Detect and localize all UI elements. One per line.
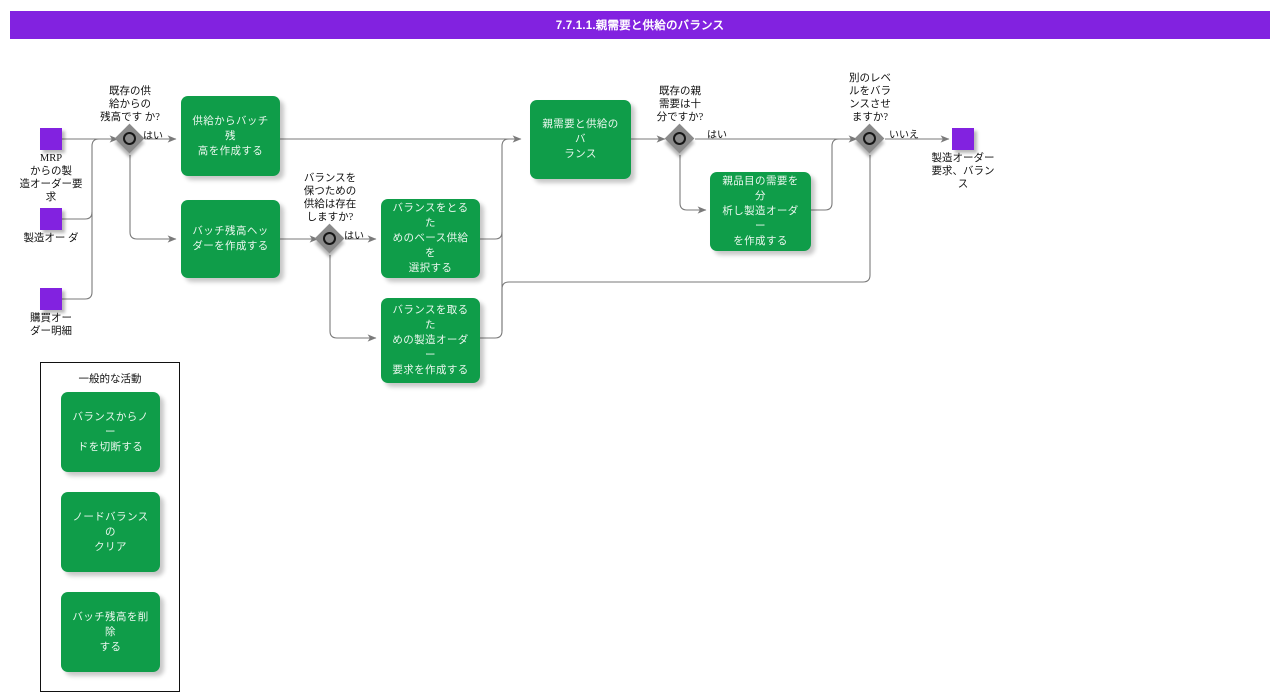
legend-item-clear-node-balance[interactable]: ノードバランスの クリア	[61, 492, 160, 572]
legend-item-delete-batch-balance[interactable]: バッチ残高を削除 する	[61, 592, 160, 672]
terminator-label: 購買オー ダー明細	[30, 313, 72, 337]
activity-create-production-order-request[interactable]: バランスを取るた めの製造オーダー 要求を作成する	[381, 298, 480, 383]
terminator-icon	[40, 128, 62, 150]
decision-question: 既存の親 需要は十 分ですか?	[656, 86, 704, 123]
decision-question: バランスを 保つための 供給は存在 しますか?	[303, 173, 357, 223]
decision-circle-icon	[323, 232, 336, 245]
legend-item-disconnect-node[interactable]: バランスからノー ドを切断する	[61, 392, 160, 472]
activity-create-batch-balance-header[interactable]: バッチ残高ヘッ ダーを作成する	[181, 200, 280, 278]
terminator-balanced-order-request[interactable]: 製造オーダー 要求、バラン ス	[932, 128, 995, 190]
activity-balance-parent-demand-supply[interactable]: 親需要と供給のバ ランス	[530, 100, 631, 179]
decision-circle-icon	[863, 132, 876, 145]
terminator-label: MRP からの製 造オーダー要 求	[19, 153, 83, 203]
activity-label: バランスを取るた めの製造オーダー 要求を作成する	[392, 305, 469, 376]
activity-label: ノードバランスの クリア	[72, 511, 149, 553]
activity-label: バランスをとるた めのベース供給を 選択する	[392, 203, 469, 274]
edge-label-d4-no: いいえ	[889, 130, 919, 141]
activity-create-batch-balance-from-supply[interactable]: 供給からバッチ残 高を作成する	[181, 96, 280, 176]
terminator-mrp-request[interactable]: MRP からの製 造オーダー要 求	[20, 128, 83, 203]
decision-parent-demand-sufficient[interactable]: 既存の親 需要は十 分ですか?	[657, 86, 703, 154]
activity-analyze-parent-item-demand[interactable]: 親品目の需要を分 析し製造オーダー を作成する	[710, 172, 811, 251]
edge-d1-a2	[129, 155, 177, 243]
terminator-icon	[952, 128, 974, 150]
legend-caption: 一般的な活動	[78, 374, 142, 385]
decision-balance-another-level[interactable]: 別のレベ ルをバラ ンスさせ ますか?	[849, 73, 891, 154]
edge-a4-bus	[480, 232, 503, 339]
edge-d3-a6	[679, 155, 707, 214]
edge-a3-bus	[480, 138, 510, 240]
edge-d4-loopback	[501, 155, 871, 331]
activity-label: 親品目の需要を分 析し製造オーダー を作成する	[722, 176, 799, 247]
legend-panel: 一般的な活動 バランスからノー ドを切断する ノードバランスの クリア バッチ残…	[40, 362, 180, 692]
activity-label: バッチ残高を削除 する	[72, 611, 149, 653]
edge-label-d2-yes: はい	[344, 231, 364, 242]
edge-d2-a4	[329, 255, 377, 342]
activity-label: バッチ残高ヘッ ダーを作成する	[192, 226, 269, 252]
decision-circle-icon	[123, 132, 136, 145]
terminator-label: 製造オー ダ	[23, 233, 79, 244]
terminator-icon	[40, 288, 62, 310]
activity-select-base-supply[interactable]: バランスをとるた めのベース供給を 選択する	[381, 199, 480, 278]
decision-supply-exists[interactable]: バランスを 保つための 供給は存在 しますか?	[304, 173, 356, 254]
activity-label: 親需要と供給のバ ランス	[542, 119, 619, 160]
title-bar: 7.7.1.1.親需要と供給のバランス	[10, 11, 1270, 39]
edge-label-d1-yes: はい	[143, 131, 163, 142]
decision-existing-supply-balance[interactable]: 既存の供 給からの 残高です か?	[100, 86, 160, 154]
terminator-purchase-order-line[interactable]: 購買オー ダー明細	[30, 288, 72, 337]
activity-label: 供給からバッチ残 高を作成する	[192, 115, 269, 157]
decision-circle-icon	[673, 132, 686, 145]
edge-label-d3-yes: はい	[707, 130, 727, 141]
terminator-production-order[interactable]: 製造オー ダ	[23, 208, 79, 244]
edge-a6-d4	[811, 138, 840, 211]
decision-question: 既存の供 給からの 残高です か?	[100, 86, 160, 123]
page-title: 7.7.1.1.親需要と供給のバランス	[555, 20, 725, 32]
edge-t3-bus	[62, 212, 93, 300]
activity-label: バランスからノー ドを切断する	[72, 411, 149, 453]
decision-question: 別のレベ ルをバラ ンスさせ ますか?	[849, 73, 891, 123]
terminator-icon	[40, 208, 62, 230]
terminator-label: 製造オーダー 要求、バラン ス	[931, 153, 995, 190]
